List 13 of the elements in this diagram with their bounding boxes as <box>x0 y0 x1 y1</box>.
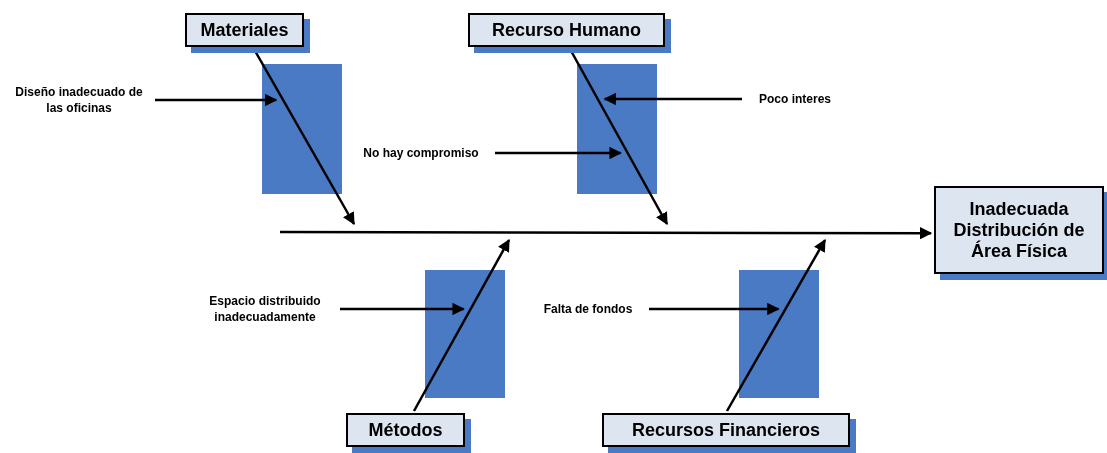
cause-label: Poco interes <box>745 90 845 108</box>
arrow <box>340 302 465 316</box>
cause-label: No hay compromiso <box>350 144 492 162</box>
arrow <box>495 146 622 160</box>
arrow <box>155 93 278 107</box>
arrow <box>280 226 933 240</box>
arrow <box>649 302 780 316</box>
arrow <box>603 92 742 106</box>
arrow <box>412 238 511 412</box>
cause-label: Diseño inadecuado de las oficinas <box>6 83 152 117</box>
cause-label: Espacio distribuido inadecuadamente <box>193 292 337 326</box>
cause-label: Falta de fondos <box>530 300 646 318</box>
arrow <box>725 238 827 412</box>
